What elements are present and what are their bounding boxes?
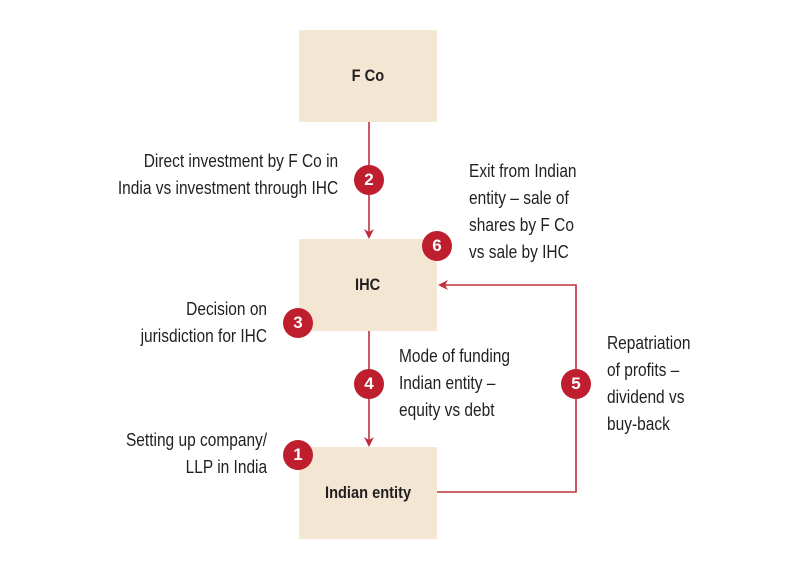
step-5-line: dividend vs bbox=[607, 387, 685, 407]
node-ihc: IHC bbox=[299, 239, 437, 331]
step-4-note: Mode of funding Indian entity – equity v… bbox=[399, 343, 528, 424]
step-6-note: Exit from Indian entity – sale of shares… bbox=[469, 158, 594, 266]
step-4-line: equity vs debt bbox=[399, 400, 495, 420]
step-3-line: Decision on bbox=[186, 299, 267, 319]
step-4-line: Indian entity – bbox=[399, 373, 496, 393]
step-1-line: Setting up company/ bbox=[125, 430, 267, 450]
node-indian-entity-label: Indian entity bbox=[324, 483, 412, 502]
step-6-badge: 6 bbox=[422, 231, 452, 261]
step-4-badge: 4 bbox=[354, 369, 384, 399]
node-fco-label: F Co bbox=[351, 66, 385, 85]
step-6-line: vs sale by IHC bbox=[469, 242, 569, 262]
step-2-line: India vs investment through IHC bbox=[117, 178, 338, 198]
step-5-line: of profits – bbox=[607, 360, 680, 380]
node-indian-entity: Indian entity bbox=[299, 447, 437, 539]
node-fco: F Co bbox=[299, 30, 437, 122]
step-3-line: jurisdiction for IHC bbox=[140, 326, 267, 346]
step-2-line: Direct investment by F Co in bbox=[143, 151, 338, 171]
step-5-badge: 5 bbox=[561, 369, 591, 399]
step-3-badge: 3 bbox=[283, 308, 313, 338]
step-1-note: Setting up company/ LLP in India bbox=[103, 427, 267, 481]
step-6-line: shares by F Co bbox=[469, 215, 574, 235]
step-1-badge: 1 bbox=[283, 440, 313, 470]
step-3-note: Decision on jurisdiction for IHC bbox=[120, 296, 267, 350]
step-1-line: LLP in India bbox=[185, 457, 267, 477]
step-2-note: Direct investment by F Co in India vs in… bbox=[82, 148, 338, 202]
step-5-line: buy-back bbox=[607, 414, 670, 434]
step-2-badge: 2 bbox=[354, 165, 384, 195]
step-4-line: Mode of funding bbox=[399, 346, 511, 366]
step-6-line: entity – sale of bbox=[469, 188, 569, 208]
step-5-line: Repatriation bbox=[607, 333, 691, 353]
node-ihc-label: IHC bbox=[355, 275, 381, 294]
step-6-line: Exit from Indian bbox=[469, 161, 577, 181]
step-5-note: Repatriation of profits – dividend vs bu… bbox=[607, 330, 704, 438]
